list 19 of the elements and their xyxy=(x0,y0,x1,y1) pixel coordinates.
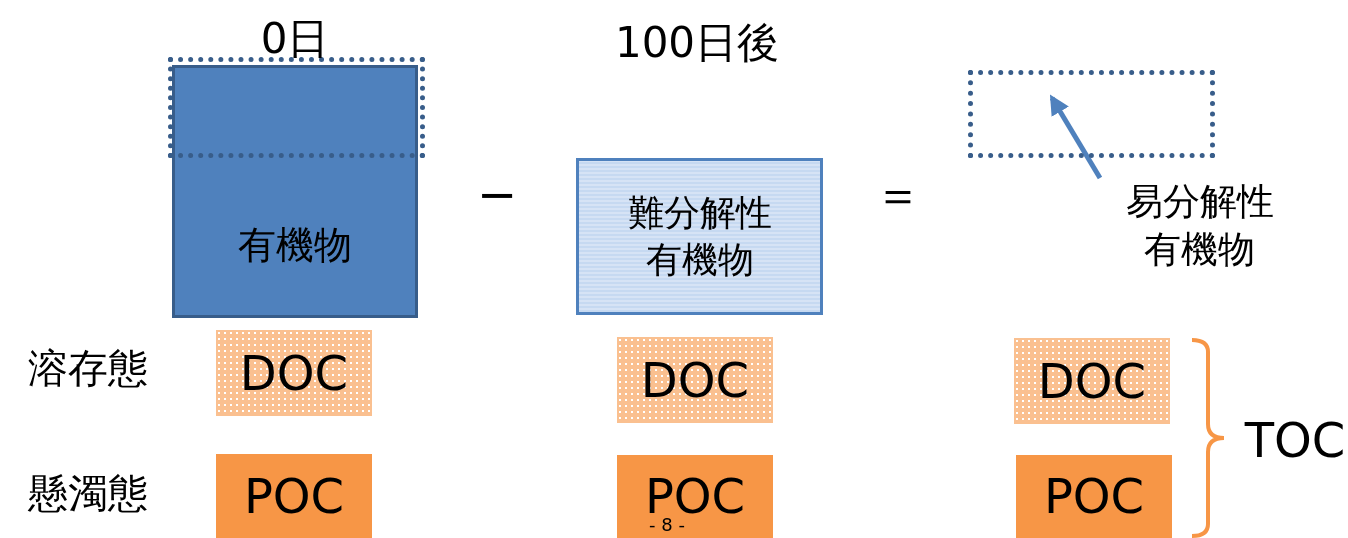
callout-text: 易分解性有機物 xyxy=(1100,176,1300,276)
day-label: 0日 xyxy=(260,18,330,60)
doc-box: DOC xyxy=(617,337,773,423)
arrow xyxy=(1049,94,1103,180)
row-label: 懸濁態 xyxy=(28,473,148,513)
equals-sign: ＝ xyxy=(874,170,922,218)
total-label: TOC xyxy=(1244,416,1346,464)
organic-matter-box: 難分解性有機物 xyxy=(576,158,823,315)
day-label: 100日後 xyxy=(614,22,780,64)
doc-box: DOC xyxy=(1014,338,1170,424)
dotted-box xyxy=(168,57,425,158)
minus-sign: − xyxy=(476,170,518,218)
organic-matter-box: 有機物 xyxy=(172,65,418,318)
doc-box: DOC xyxy=(216,330,372,416)
page-number: - 8 - xyxy=(649,516,685,534)
poc-box: POC xyxy=(216,454,372,538)
row-label: 溶存態 xyxy=(28,348,148,388)
dotted-box xyxy=(968,70,1215,158)
poc-box: POC xyxy=(1016,455,1172,538)
